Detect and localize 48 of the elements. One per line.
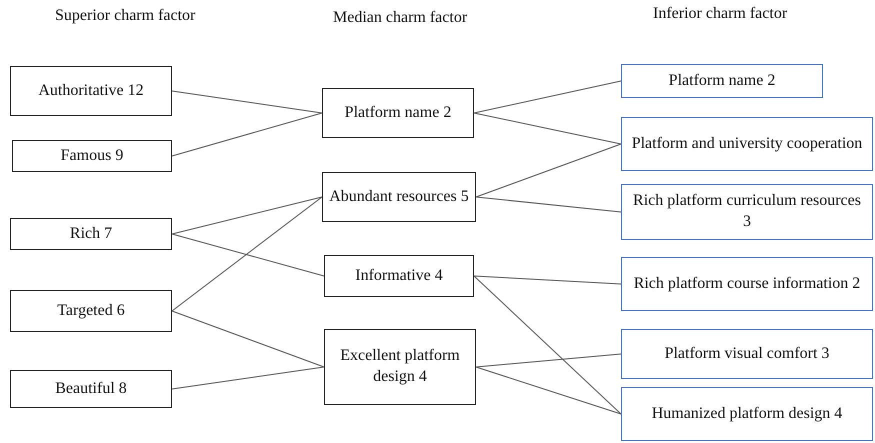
factor-label: Excellent platform design 4 [339, 346, 461, 387]
factor-label: Humanized platform design 4 [652, 404, 842, 424]
connector-line [474, 112, 622, 144]
factor-label: Platform name 2 [344, 102, 452, 123]
connector-line [172, 366, 324, 390]
factor-label: Platform name 2 [668, 70, 776, 91]
factor-box [12, 140, 172, 172]
factor-label: Rich platform curriculum resources 3 [632, 191, 862, 232]
column-heading: Superior charm factor [55, 6, 196, 26]
connector-line [476, 196, 622, 212]
connector-line [474, 276, 622, 414]
connector-line [474, 80, 622, 114]
factor-label: Platform visual comfort 3 [664, 344, 830, 364]
connector-line [476, 366, 622, 414]
connector-line [172, 196, 322, 312]
factor-label: Abundant resources 5 [329, 186, 469, 207]
connector-line [172, 90, 322, 114]
factor-box [10, 290, 172, 332]
factor-box [322, 88, 474, 138]
factor-box [10, 66, 172, 116]
factor-box [324, 255, 474, 297]
factor-box [322, 172, 476, 222]
factor-box [621, 64, 823, 98]
factor-box [621, 387, 873, 441]
factor-label: Platform and university cooperation [632, 134, 862, 154]
factor-box [621, 184, 873, 240]
connector-line [476, 144, 622, 198]
column-heading: Median charm factor [333, 8, 468, 28]
factor-label: Beautiful 8 [55, 378, 127, 399]
factor-box [621, 329, 873, 379]
factor-box [621, 117, 873, 171]
factor-label: Authoritative 12 [38, 80, 144, 101]
factor-label: Informative 4 [355, 266, 443, 286]
connector-line [172, 196, 322, 234]
connector-line [172, 234, 324, 276]
factor-box [324, 329, 476, 405]
factor-box [621, 257, 873, 311]
factor-label: Rich platform course information 2 [634, 274, 860, 294]
column-heading: Inferior charm factor [653, 4, 788, 24]
factor-label: Targeted 6 [57, 300, 125, 321]
connector-line [474, 276, 622, 284]
factor-box [10, 218, 172, 250]
factor-label: Rich 7 [70, 224, 112, 244]
factor-label: Famous 9 [60, 146, 124, 166]
connector-line [172, 112, 322, 156]
connector-line [476, 354, 622, 368]
factor-box [10, 370, 172, 408]
connector-line [172, 310, 324, 368]
